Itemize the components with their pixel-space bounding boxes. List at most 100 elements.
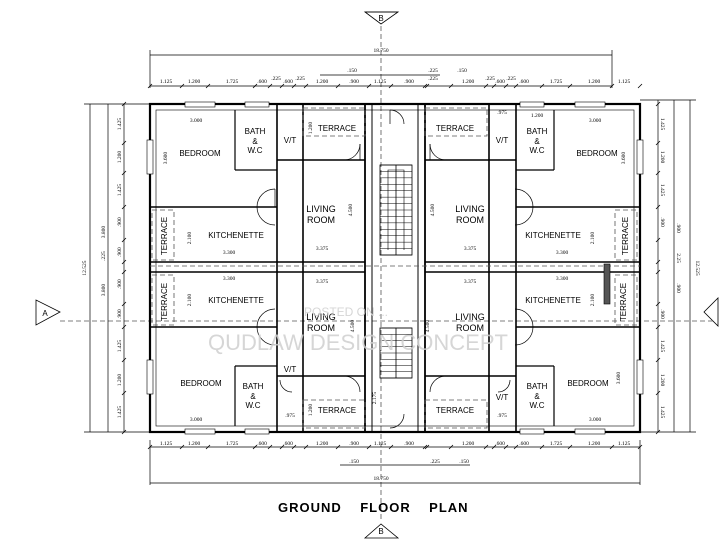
dimension-tick <box>366 444 372 450</box>
section-marker-a-right <box>703 297 719 327</box>
right-seg-8: 1.425 <box>659 406 665 419</box>
left-seg-2: 1.200 <box>117 151 123 164</box>
dimension-tick <box>303 83 309 89</box>
vt-label-br: V/T <box>496 393 509 402</box>
section-marker-b-top: B <box>363 11 400 25</box>
terrace-height-tl: 1.200 <box>308 122 314 135</box>
dimension-tick <box>422 83 428 89</box>
dimension-tick <box>539 83 545 89</box>
terrace-side-label-bl: TERRACE <box>160 283 169 321</box>
bath-label-bl-2: & <box>250 392 256 401</box>
bath-label-tl-2: & <box>252 137 258 146</box>
dimension-tick <box>655 429 661 435</box>
kitchenette-label-tr: KITCHENETTE <box>525 231 581 240</box>
top-dim-1: 1.125 <box>160 79 173 85</box>
building-outline <box>148 102 642 434</box>
right-dim-900: .900 <box>675 223 681 233</box>
dimension-tick <box>609 444 615 450</box>
top-dim-19: 1.200 <box>588 79 601 85</box>
dimension-tick <box>335 444 341 450</box>
terrace-label-tl: TERRACE <box>318 124 356 133</box>
section-b-label-top: B <box>378 14 383 23</box>
kitchen-width-tl: 3.300 <box>223 250 236 256</box>
kitchen-width-br: 3.300 <box>556 276 569 282</box>
kitchenette-label-bl: KITCHENETTE <box>208 296 264 305</box>
doors <box>256 109 534 429</box>
vt-label-tr: V/T <box>496 136 509 145</box>
bottom-dim-7: .900 <box>349 441 359 447</box>
top-dim-5: .225 <box>271 76 281 82</box>
dimension-tick <box>655 269 661 275</box>
dimension-tick <box>483 444 489 450</box>
dimension-tick <box>205 83 211 89</box>
bath-label-bl-3: W.C <box>245 401 260 410</box>
staircase <box>379 164 413 379</box>
top-dim-8: 1.200 <box>316 79 329 85</box>
terrace-side-label-br: TERRACE <box>619 283 628 321</box>
bedroom-width-bl: 3.000 <box>190 417 203 423</box>
dimension-tick <box>291 83 297 89</box>
living-width-tl: 3.375 <box>316 246 329 252</box>
dimension-tick <box>513 83 519 89</box>
right-seg-6: 1.425 <box>659 340 665 353</box>
vt-label-bl: V/T <box>284 365 297 374</box>
top-dim-11: .900 <box>404 79 414 85</box>
right-dim-900b: .900 <box>675 283 681 293</box>
bottom-dim-10: 1.200 <box>462 441 475 447</box>
room-dimensions: 3.000 3.000 3.000 3.000 3.600 3.600 3.60… <box>163 110 627 423</box>
dimension-tick <box>121 357 127 363</box>
dimension-tick <box>279 83 285 89</box>
right-seg-7: 1.200 <box>659 374 665 387</box>
watermark-line-1: POSTED ON ... <box>304 305 388 319</box>
dimension-tick <box>655 259 661 265</box>
kitchen-width-bl: 3.300 <box>223 276 236 282</box>
bath-label-br-1: BATH <box>527 382 548 391</box>
dimension-tick <box>637 83 643 89</box>
terrace-side-label-tl: TERRACE <box>160 217 169 255</box>
dimension-tick <box>513 444 519 450</box>
dimension-tick <box>121 170 127 176</box>
dimension-tick <box>388 444 394 450</box>
overall-height-left: 12.525 <box>82 260 88 275</box>
bottom-extra-1: .150 <box>349 459 359 465</box>
dimension-tick <box>424 83 430 89</box>
top-dim-3: 1.725 <box>226 79 239 85</box>
top-extra-3: .150 <box>457 68 467 74</box>
left-dim-3800: 3.800 <box>101 226 107 239</box>
dimension-tick <box>121 324 127 330</box>
bottom-dim-3: 1.725 <box>226 441 239 447</box>
living-width-bl: 3.375 <box>316 279 329 285</box>
terrace-label-br: TERRACE <box>436 406 474 415</box>
left-seg-3: 1.425 <box>117 184 123 197</box>
kitchenette-label-tl: KITCHENETTE <box>208 231 264 240</box>
bath-label-tl-1: BATH <box>245 127 266 136</box>
top-dim-12: .225 <box>428 76 438 82</box>
living-height-bl: 4.500 <box>350 320 356 333</box>
dimension-tick <box>121 269 127 275</box>
terrace-side-label-tr: TERRACE <box>621 217 630 255</box>
room-labels: BEDROOM BATH & W.C V/T TERRACE LIVING RO… <box>160 124 630 415</box>
bottom-extra-3: .150 <box>459 459 469 465</box>
dimension-tick <box>448 83 454 89</box>
dimension-tick <box>121 259 127 265</box>
kitchen-height-br: 2.100 <box>590 294 596 307</box>
bedroom-width-tr: 3.000 <box>589 118 602 124</box>
section-b-label-bottom: B <box>378 527 383 536</box>
dimension-tick <box>637 444 643 450</box>
dimension-tick <box>655 237 661 243</box>
dimension-tick <box>147 83 153 89</box>
dimension-tick <box>267 444 273 450</box>
living-height-tr: 4.500 <box>430 204 436 217</box>
kitchenette-label-br: KITCHENETTE <box>525 296 581 305</box>
terrace-label-bl: TERRACE <box>318 406 356 415</box>
bath-label-br-2: & <box>534 392 540 401</box>
top-dim-6: .600 <box>283 79 293 85</box>
overall-width-bottom: 18.750 <box>373 476 388 482</box>
left-dim-3800b: 3.800 <box>101 284 107 297</box>
dimension-tick <box>121 204 127 210</box>
vt-width-tr: .975 <box>497 110 507 116</box>
left-seg-1: 1.425 <box>117 118 123 131</box>
living-label-br-2: ROOM <box>456 323 484 333</box>
top-dim-18: 1.725 <box>550 79 563 85</box>
bottom-dim-11: .600 <box>495 441 505 447</box>
